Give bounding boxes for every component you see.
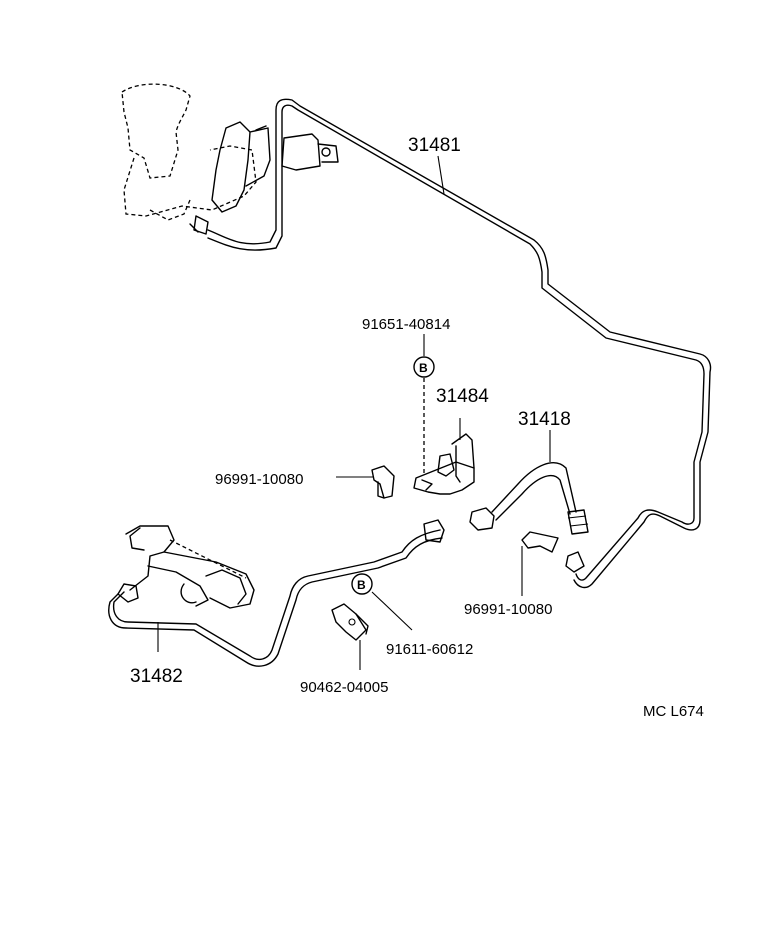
bolt-91611-60612-leader [351, 573, 413, 631]
label-96991-10080-right: 96991-10080 [464, 601, 552, 618]
label-90462-04005: 90462-04005 [300, 679, 388, 696]
label-96991-10080-left: 96991-10080 [215, 471, 303, 488]
leader-31481 [437, 155, 445, 195]
bracket-31484 [413, 418, 475, 495]
label-31484: 31484 [436, 386, 489, 407]
clamp-90462-04005 [331, 603, 369, 670]
marker-b-lower-text: B [357, 578, 366, 592]
clutch-release-cylinder [125, 525, 255, 609]
label-91611-60612: 91611-60612 [386, 641, 473, 658]
marker-b-upper-circle [413, 356, 435, 378]
clutch-line-pipe-31481 [207, 98, 712, 589]
clutch-master-cylinder [121, 83, 339, 235]
label-91651-40814: 91651-40814 [362, 316, 450, 333]
marker-b-upper-text: B [419, 361, 428, 375]
flexible-hose-31418 [469, 430, 589, 573]
marker-b-lower-circle [351, 573, 373, 595]
diagram-code: MC L674 [643, 703, 704, 720]
clutch-tube-31482 [108, 519, 445, 667]
label-31418: 31418 [518, 409, 571, 430]
clip-96991-10080-left [336, 465, 395, 499]
bolt-91651-40814-leader [413, 334, 435, 476]
label-31481: 31481 [408, 135, 461, 156]
label-31482: 31482 [130, 666, 183, 687]
clip-96991-10080-right [521, 531, 559, 596]
